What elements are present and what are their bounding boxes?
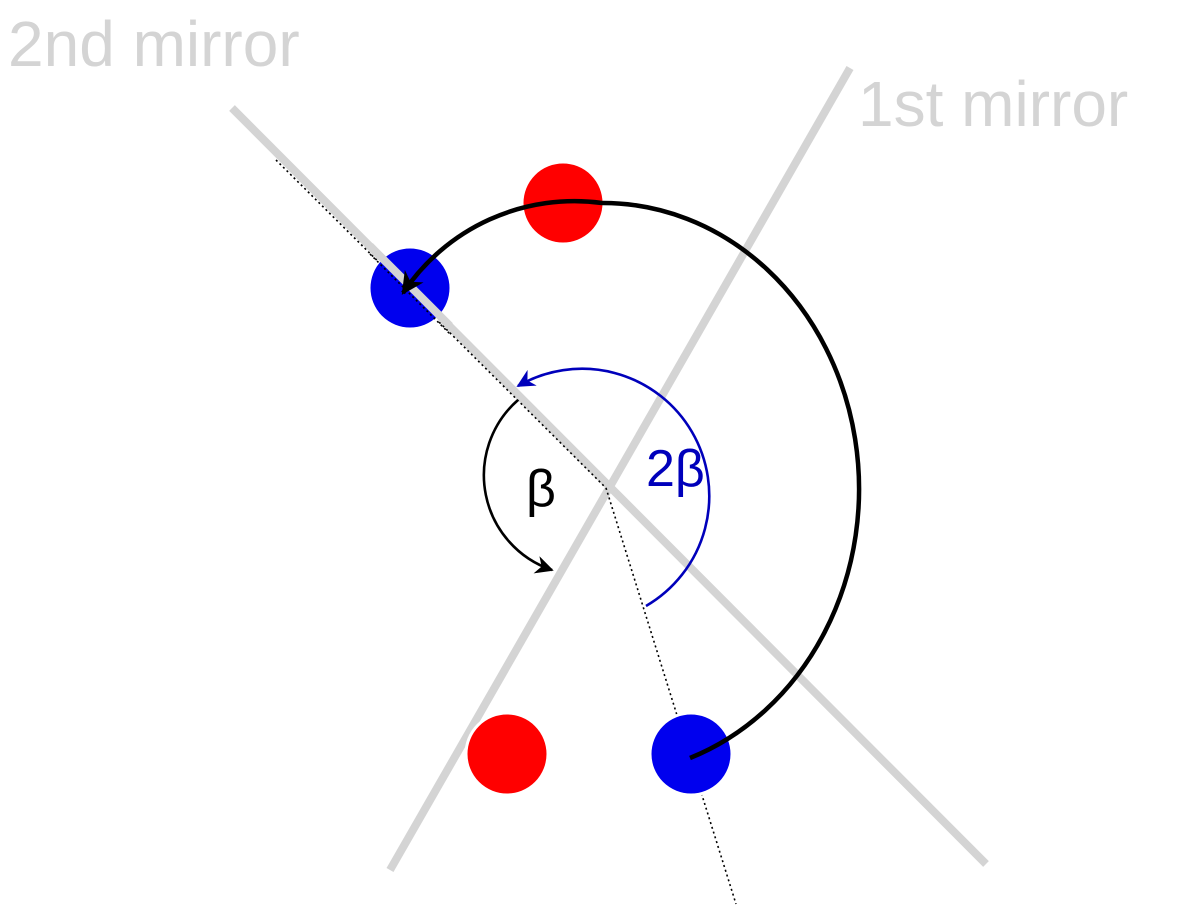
second-mirror-label: 2nd mirror (8, 8, 300, 80)
first-mirror-label: 1st mirror (858, 68, 1128, 140)
blue-image-bottom (648, 711, 734, 797)
two-beta-label: 2β (646, 440, 705, 498)
first-mirror-line (386, 66, 854, 872)
beta-label: β (526, 460, 556, 518)
beta-arc (482, 399, 554, 574)
two-beta-arc (516, 367, 711, 608)
red-object-bottom (464, 711, 550, 797)
large-rotation-arrow (401, 198, 862, 761)
